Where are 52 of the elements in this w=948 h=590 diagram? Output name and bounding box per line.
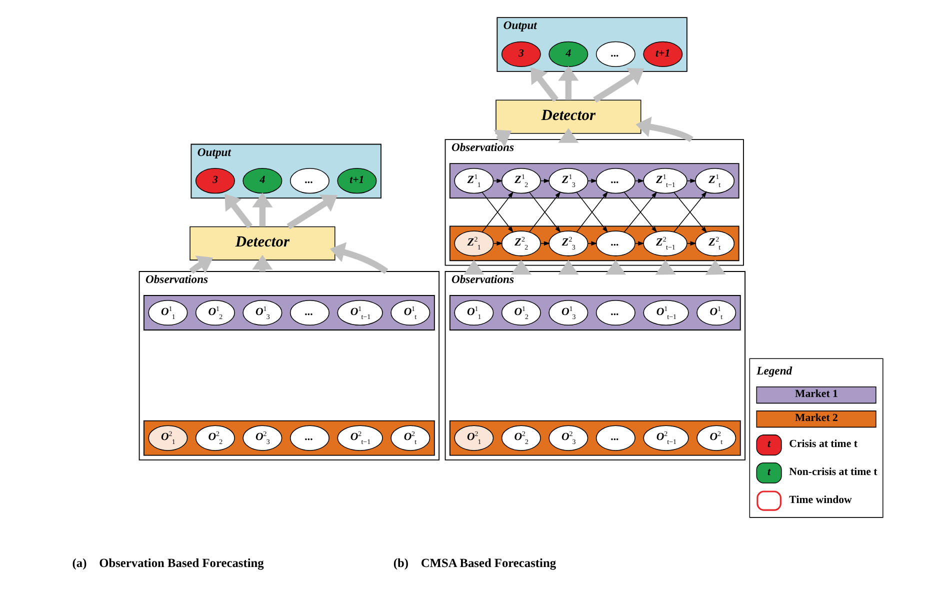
arrow <box>224 194 252 228</box>
node-ellipse: ... <box>595 168 635 194</box>
arrow <box>188 256 213 274</box>
node-ellipse: 4 <box>242 168 282 194</box>
arrow <box>510 260 531 275</box>
arrow <box>686 241 696 246</box>
arrow <box>635 116 693 142</box>
arrow <box>558 128 578 143</box>
arrow <box>286 194 337 230</box>
cluster <box>448 295 740 330</box>
arrow <box>558 260 578 275</box>
legend-label: Market 1 <box>794 388 838 400</box>
arrow <box>558 66 578 100</box>
node-ellipse: ... <box>289 425 329 451</box>
arrow <box>592 68 644 103</box>
label: t <box>766 438 770 450</box>
cluster <box>448 420 740 456</box>
arrow <box>463 260 484 275</box>
node-ellipse: 3 <box>194 168 234 194</box>
node-ellipse: t+1 <box>336 168 376 194</box>
cluster <box>142 420 434 456</box>
arrow <box>492 241 502 246</box>
cluster <box>142 295 434 330</box>
node-ellipse: ... <box>289 300 329 326</box>
arrow <box>604 260 626 275</box>
node-ellipse: t+1 <box>642 41 682 67</box>
legend-label: Non-crisis at time t <box>788 466 877 478</box>
label: (a) Observation Based Forecasting <box>72 556 264 570</box>
arrow <box>704 260 726 275</box>
node-ellipse: ... <box>595 230 635 256</box>
label: (b) CMSA Based Forecasting <box>392 556 556 570</box>
node-ellipse: ... <box>289 168 329 194</box>
node-box: Detector <box>495 100 641 134</box>
legend-label: Market 2 <box>794 412 838 424</box>
arrow <box>252 192 272 227</box>
arrow <box>634 241 644 246</box>
node-ellipse: ... <box>595 41 635 67</box>
arrow <box>540 241 550 246</box>
arrow <box>587 241 597 246</box>
node-box: Detector <box>189 226 335 260</box>
node-ellipse: ... <box>595 425 635 451</box>
legend-label: Time window <box>788 494 852 506</box>
arrow <box>530 67 558 102</box>
label: t <box>766 466 770 478</box>
arrow <box>654 260 676 275</box>
arrow <box>493 130 512 148</box>
legend-label: Crisis at time t <box>788 438 857 450</box>
node-ellipse: 3 <box>500 41 540 67</box>
arrow <box>329 242 388 274</box>
label: Legend <box>756 364 792 378</box>
node-ellipse: 4 <box>548 41 588 67</box>
node-ellipse: ... <box>595 300 635 326</box>
